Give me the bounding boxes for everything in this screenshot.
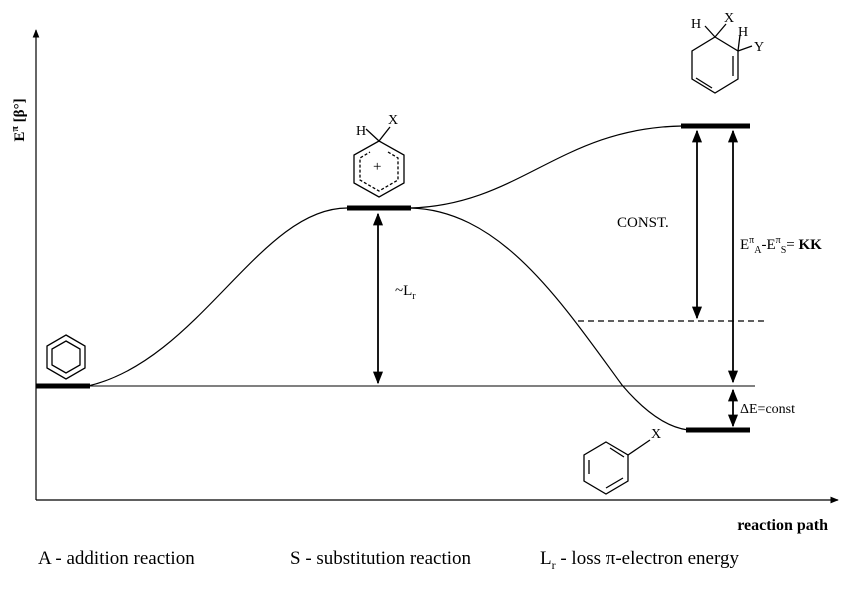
legend-l-text: - loss π-electron energy: [555, 548, 739, 569]
addition-x-label: X: [724, 11, 734, 26]
substitution-x-label: X: [651, 427, 661, 442]
sigma-complex-molecule: [353, 126, 405, 198]
kk-label: EπA-EπS= KK: [740, 235, 822, 256]
legend-l-symbol: L: [540, 548, 552, 569]
substitution-curve: [87, 207, 689, 431]
benzene-molecule: [46, 334, 86, 380]
addition-h2-label: H: [738, 25, 748, 40]
legend-loss-energy: Lr - loss π-electron energy: [540, 548, 739, 573]
addition-h1-label: H: [691, 17, 701, 32]
y-axis-label: Eπ [β°]: [10, 98, 28, 141]
legend-addition: A - addition reaction: [38, 548, 195, 569]
x-axis-label: reaction path: [737, 517, 828, 534]
addition-y-label: Y: [754, 40, 764, 55]
addition-curve: [409, 125, 683, 209]
sigma-x-label: X: [388, 113, 398, 128]
sigma-h-label: H: [356, 124, 366, 139]
legend-substitution: S - substitution reaction: [290, 548, 472, 569]
addition-product-molecule: [691, 23, 753, 94]
const-label: CONST.: [617, 215, 669, 231]
delta-e-label: ΔE=const: [740, 402, 795, 417]
lr-label: ~Lr: [395, 283, 416, 302]
sigma-charge-label: +: [373, 159, 381, 175]
substitution-product-molecule: [583, 439, 651, 495]
legend-l-subscript: r: [551, 557, 556, 572]
